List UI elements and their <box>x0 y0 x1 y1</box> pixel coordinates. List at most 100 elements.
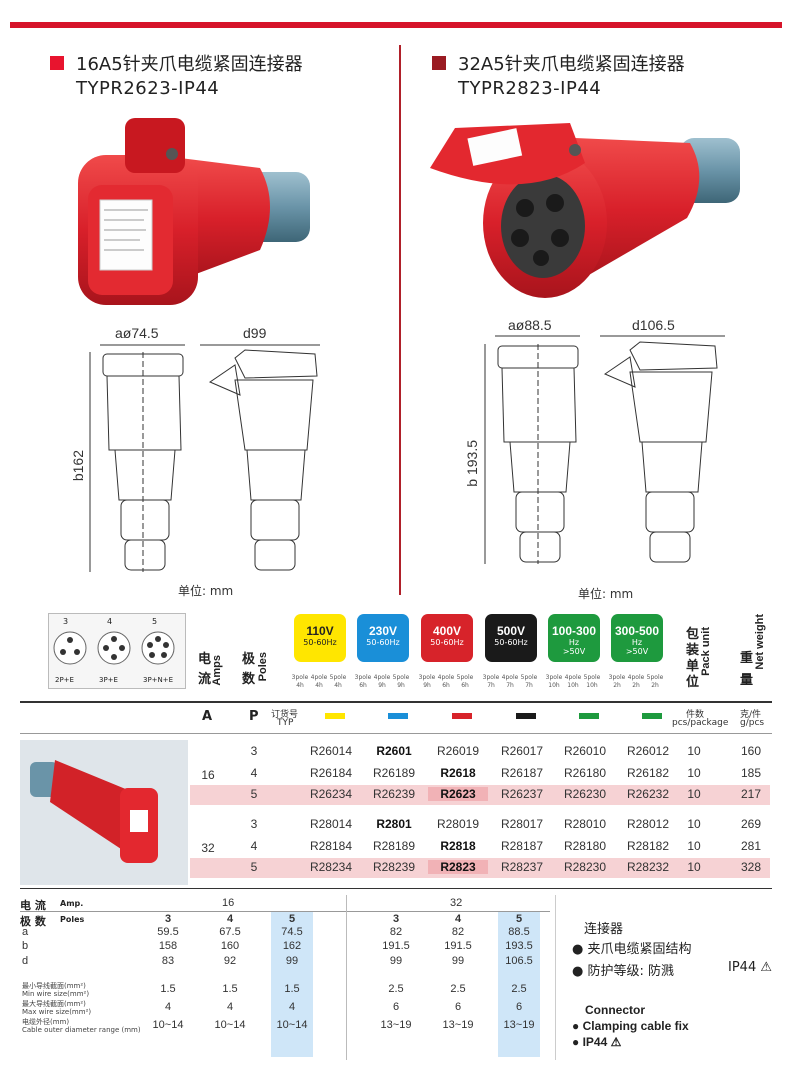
left-dimension-drawing <box>89 344 320 572</box>
spec-row-label: a <box>22 926 29 938</box>
spec-value: 5 <box>288 913 296 925</box>
order-code: R28180 <box>563 839 607 853</box>
spec-highlight-32a <box>498 912 540 1057</box>
weight-cn-label: 重量 <box>740 651 754 688</box>
pcs-en: pcs/package <box>672 718 729 728</box>
spec-value: 2.5 <box>450 983 466 995</box>
hour-position: 7h <box>506 682 514 689</box>
spec-value: 1.5 <box>284 983 300 995</box>
left-dim-d: d99 <box>243 325 267 341</box>
spec-row-label-cn: 最大导线截面(mm²) <box>22 1000 86 1008</box>
spec-value: 74.5 <box>281 926 303 938</box>
order-code: R28010 <box>563 817 607 831</box>
order-code: R2823 <box>428 860 488 874</box>
pack-cn-label: 包装单位 <box>686 627 700 690</box>
pole-value: 4 <box>250 839 258 853</box>
order-code: R28012 <box>626 817 670 831</box>
spec-value: 160 <box>220 940 240 952</box>
amp-value: 32 <box>201 841 215 855</box>
features-en-item-2-text: IP44 <box>582 1035 608 1049</box>
pole-count: 5pole <box>583 674 601 681</box>
spec-pole-cn: 极 数 <box>20 915 46 928</box>
spec-value: 10~14 <box>214 1019 246 1031</box>
hour-position: 4h <box>334 682 342 689</box>
spec-value: 92 <box>223 955 237 967</box>
features-en-item-1-text: Clamping cable fix <box>582 1019 689 1033</box>
spec-row-label-en: Cable outer diameter range (mm) <box>22 1026 141 1034</box>
right-dim-b: b 193.5 <box>464 440 480 487</box>
hour-position: 2h <box>613 682 621 689</box>
spec-value: 4 <box>226 913 234 925</box>
spec-value: 4 <box>226 1001 234 1013</box>
spec-value: 162 <box>282 940 302 952</box>
weight-en-label: Net weight <box>754 614 766 670</box>
order-code: R28239 <box>372 860 416 874</box>
pole-count: 5pole <box>520 674 538 681</box>
pole-count: 4pole <box>373 674 391 681</box>
spec-row-label-cn: 电缆外径(mm) <box>22 1018 70 1026</box>
left-unit-label: 单位: mm <box>178 584 234 598</box>
amps-en-label: Amps <box>211 655 223 686</box>
voltage-value: 110V <box>306 624 334 638</box>
right-product-model: TYPR2823-IP44 <box>458 78 602 99</box>
voltage-threshold: >50V <box>625 647 649 656</box>
voltage-freq: 50-60Hz <box>430 638 464 647</box>
spec-value: 13~19 <box>442 1019 474 1031</box>
sub-P: P <box>249 709 259 724</box>
order-code: R26010 <box>563 744 607 758</box>
order-code: R28187 <box>500 839 544 853</box>
spec-value: 193.5 <box>505 940 533 952</box>
spec-value: 3 <box>392 913 400 925</box>
spec-value: 2.5 <box>388 983 404 995</box>
pole-count: 4pole <box>310 674 328 681</box>
hour-position: 6h <box>442 682 450 689</box>
order-code: R28019 <box>436 817 480 831</box>
order-code: R26012 <box>626 744 670 758</box>
hour-position: 9h <box>423 682 431 689</box>
spec-value: 83 <box>161 955 175 967</box>
pole-count: 3pole <box>354 674 372 681</box>
spec-value: 13~19 <box>380 1019 412 1031</box>
spec-highlight-16a <box>271 912 313 1057</box>
voltage-value: 400V <box>432 624 462 638</box>
spec-amp-32: 32 <box>450 897 463 909</box>
left-product-model: TYPR2623-IP44 <box>76 78 220 99</box>
left-product-title: 16A5针夹爪电缆紧固连接器 <box>76 54 303 75</box>
spec-value: 4 <box>288 1001 296 1013</box>
spec-amp-en: Amp. <box>60 899 84 908</box>
table-rule-top <box>20 701 772 703</box>
pole-count: 4pole <box>627 674 645 681</box>
pole-count: 3pole <box>482 674 500 681</box>
spec-value: 106.5 <box>505 955 533 967</box>
pole-count: 4pole <box>437 674 455 681</box>
pole-count: 3pole <box>418 674 436 681</box>
hour-position: 2h <box>651 682 659 689</box>
right-unit-label: 单位: mm <box>578 587 634 601</box>
order-code: R26017 <box>500 744 544 758</box>
features-en-item-1: ● Clamping cable fix <box>572 1019 689 1033</box>
hour-position: 6h <box>461 682 469 689</box>
spec-value: 158 <box>158 940 178 952</box>
color-swatch-1 <box>388 713 408 719</box>
voltage-freq: 50-60Hz <box>494 638 528 647</box>
spec-col-divider <box>346 895 347 1060</box>
right-dim-d: d106.5 <box>632 317 675 333</box>
hour-position: 6h <box>359 682 367 689</box>
order-code: R2618 <box>440 766 476 780</box>
pole-count: 5pole <box>646 674 664 681</box>
pole-count: 5pole <box>392 674 410 681</box>
hour-position: 9h <box>397 682 405 689</box>
table-product-thumbnail <box>20 740 188 885</box>
order-code: R26230 <box>563 787 607 801</box>
pole-count: 5pole <box>329 674 347 681</box>
warning-triangle-icon: ⚠ <box>760 960 773 975</box>
features-en-item-2: ● IP44 ⚠ <box>572 1035 622 1049</box>
